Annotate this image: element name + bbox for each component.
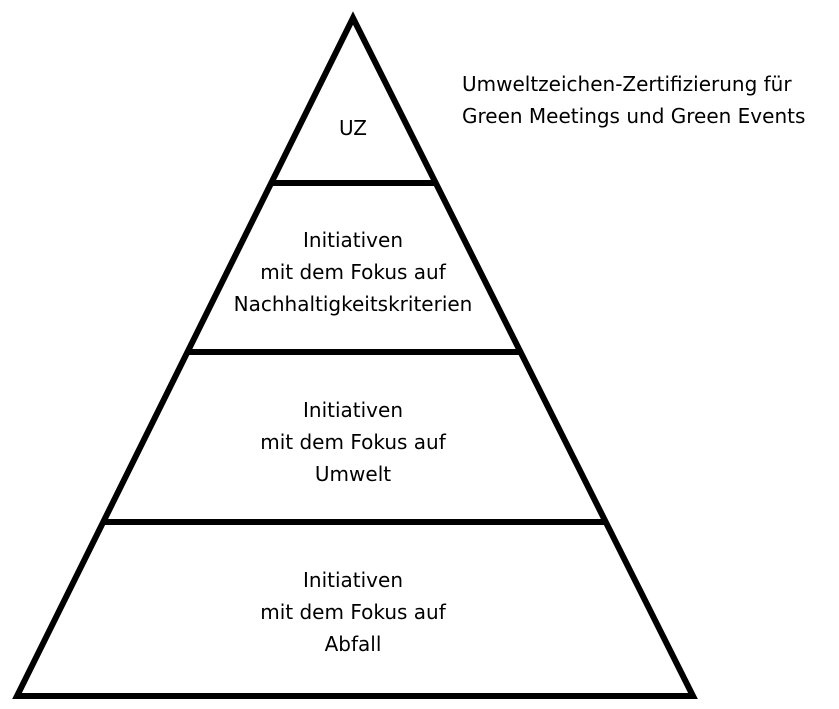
level-environment-text: Initiativen mit dem Fokus auf Umwelt bbox=[203, 394, 503, 490]
annotation-line-1: Umweltzeichen-Zertifizierung für bbox=[462, 72, 792, 96]
level-waste-text: Initiativen mit dem Fokus auf Abfall bbox=[203, 564, 503, 660]
level-environment-line-1: Initiativen bbox=[303, 398, 403, 422]
level-uz-text: UZ bbox=[253, 112, 453, 144]
pyramid-outline bbox=[12, 11, 698, 699]
level-sustainability-line-3: Nachhaltigkeitskriterien bbox=[233, 292, 473, 316]
level-sustainability-line-1: Initiativen bbox=[303, 228, 403, 252]
level-environment-line-3: Umwelt bbox=[314, 462, 392, 486]
level-sustainability-line-2: mit dem Fokus auf bbox=[260, 260, 446, 284]
level-waste-line-3: Abfall bbox=[324, 632, 382, 656]
level-sustainability-text: Initiativen mit dem Fokus auf Nachhaltig… bbox=[203, 224, 503, 320]
level-uz-label: UZ bbox=[339, 116, 367, 140]
certification-annotation: Umweltzeichen-Zertifizierung für Green M… bbox=[462, 68, 805, 132]
level-environment-line-2: mit dem Fokus auf bbox=[260, 430, 446, 454]
level-waste-line-1: Initiativen bbox=[303, 568, 403, 592]
annotation-line-2: Green Meetings und Green Events bbox=[462, 104, 806, 128]
level-waste-line-2: mit dem Fokus auf bbox=[260, 600, 446, 624]
